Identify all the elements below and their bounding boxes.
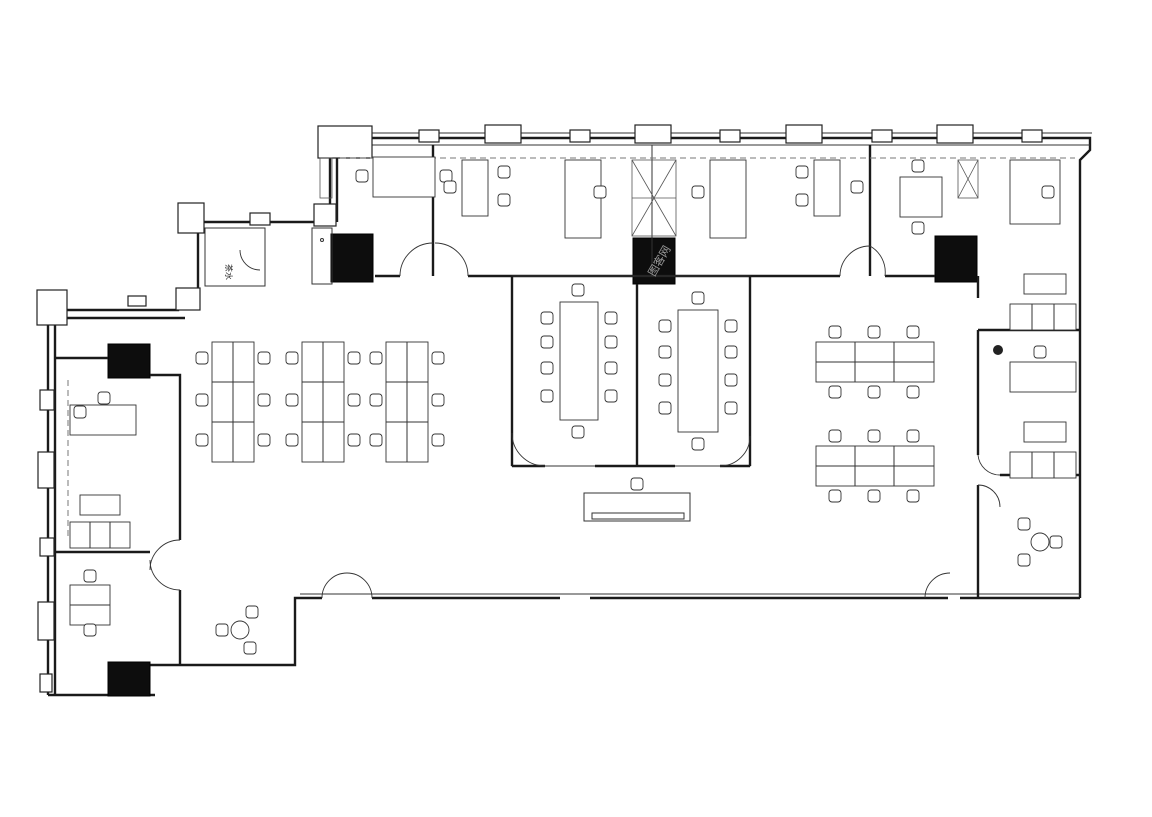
chair <box>906 325 920 339</box>
chair <box>195 433 209 447</box>
chair <box>724 319 738 333</box>
interior-partitions <box>55 145 1080 665</box>
chair <box>97 391 111 405</box>
pantry-label: 茶水 <box>224 264 234 280</box>
chair <box>443 180 457 194</box>
chair <box>691 437 705 451</box>
chair <box>257 393 271 407</box>
sofas <box>69 303 1077 549</box>
chair <box>83 569 97 583</box>
chair <box>285 351 299 365</box>
chair <box>828 385 842 399</box>
chair <box>347 433 361 447</box>
chair <box>691 185 705 199</box>
chair <box>828 489 842 503</box>
chair <box>795 193 809 207</box>
chair <box>497 193 511 207</box>
window-piers <box>36 124 1043 693</box>
chair <box>658 345 672 359</box>
chair <box>658 319 672 333</box>
workstations <box>211 341 935 487</box>
chair <box>867 385 881 399</box>
chair <box>604 389 618 403</box>
chair <box>850 180 864 194</box>
chair <box>658 401 672 415</box>
chair <box>724 345 738 359</box>
chair <box>828 429 842 443</box>
chair <box>630 477 644 491</box>
chair <box>828 325 842 339</box>
chair <box>431 393 445 407</box>
chair <box>593 185 607 199</box>
chair <box>285 393 299 407</box>
chair <box>658 373 672 387</box>
chair <box>245 605 259 619</box>
chair <box>195 393 209 407</box>
chair <box>195 351 209 365</box>
chair <box>540 389 554 403</box>
chair <box>257 351 271 365</box>
chair <box>906 429 920 443</box>
chair <box>1049 535 1063 549</box>
chair <box>285 433 299 447</box>
chair <box>540 361 554 375</box>
chair <box>571 425 585 439</box>
chair <box>911 221 925 235</box>
chair <box>369 433 383 447</box>
chair <box>431 433 445 447</box>
chair <box>906 489 920 503</box>
chair <box>347 351 361 365</box>
meeting-tables <box>559 301 719 433</box>
columns <box>107 233 978 697</box>
chair <box>369 393 383 407</box>
chair <box>867 325 881 339</box>
chair <box>73 405 87 419</box>
chair <box>83 623 97 637</box>
doors <box>149 242 1001 599</box>
chair <box>724 373 738 387</box>
chair <box>257 433 271 447</box>
chair <box>243 641 257 655</box>
chair <box>604 361 618 375</box>
chairs <box>73 159 1063 655</box>
chair <box>431 351 445 365</box>
round-tables <box>230 532 1050 640</box>
chair <box>1017 553 1031 567</box>
chair <box>867 429 881 443</box>
chair <box>691 291 705 305</box>
chair <box>604 335 618 349</box>
chair <box>867 489 881 503</box>
chair <box>1033 345 1047 359</box>
chair <box>911 159 925 173</box>
chair <box>347 393 361 407</box>
chair <box>604 311 618 325</box>
chair <box>215 623 229 637</box>
office-furniture <box>69 273 1077 626</box>
chair <box>571 283 585 297</box>
chair <box>497 165 511 179</box>
chair <box>369 351 383 365</box>
private-offices <box>319 156 1061 239</box>
chair <box>439 169 453 183</box>
chair <box>1041 185 1055 199</box>
chair <box>906 385 920 399</box>
chair <box>355 169 369 183</box>
chair <box>795 165 809 179</box>
chair <box>1017 517 1031 531</box>
chair <box>540 335 554 349</box>
chair <box>724 401 738 415</box>
chair <box>540 311 554 325</box>
